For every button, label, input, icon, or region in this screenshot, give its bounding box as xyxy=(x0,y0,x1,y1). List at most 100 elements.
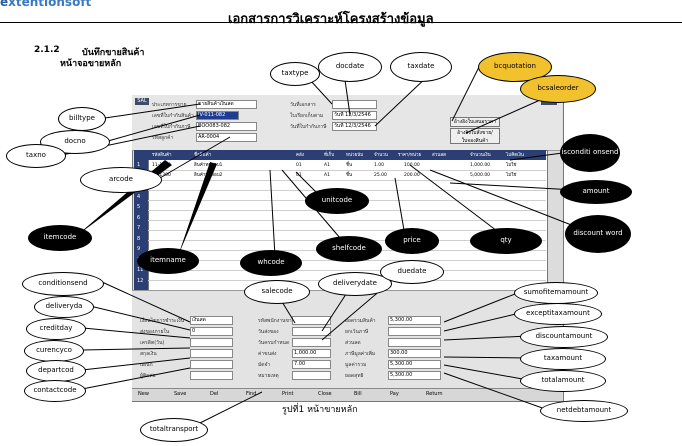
figure-caption: รูปที่1 หน้าขายหลัก xyxy=(282,405,358,415)
footer_left-field[interactable] xyxy=(190,349,233,358)
row-number: 9 xyxy=(137,246,141,252)
callout-salecode: salecode xyxy=(244,280,310,304)
callout-creditday: creditday xyxy=(26,318,86,340)
footer_mid-field[interactable] xyxy=(292,338,331,347)
docno-label: เลขที่ใบกำกับสินค้า xyxy=(152,113,194,119)
callout-deliveryday: deliveryda xyxy=(34,296,94,318)
col-itemname: ชื่อสินค้า xyxy=(194,153,212,158)
footer_mid-field[interactable]: 7.00 xyxy=(292,360,331,369)
footer_right-field[interactable] xyxy=(388,338,441,347)
callout-sumofitemamount: sumofitemamount xyxy=(514,282,598,304)
footer_left-field[interactable]: 0 xyxy=(190,327,233,336)
arcode-label: รหัสลูกค้า xyxy=(152,135,174,141)
footer_mid-field[interactable] xyxy=(292,371,331,380)
cell-price[interactable]: 200.00 xyxy=(404,173,420,178)
toolbar-button[interactable]: Print xyxy=(282,391,294,397)
taxtype-field[interactable] xyxy=(332,100,377,109)
callout-docdate: docdate xyxy=(318,52,382,82)
col-itemcode: รหัสสินค้า xyxy=(152,153,172,158)
section-title: บันทึกขายสินค้า xyxy=(82,48,145,58)
footer_mid-label: วันส่งของ xyxy=(258,329,279,335)
callout-currencycode: curencyco xyxy=(24,340,84,362)
toolbar-button[interactable]: New xyxy=(138,391,149,397)
taxtype-label: วันที่เอกสาร xyxy=(290,102,316,108)
footer_mid-field[interactable] xyxy=(292,327,331,336)
footer_right-label: ยอดรวมสินค้า xyxy=(345,318,376,324)
footer_right-field[interactable]: 300.00 xyxy=(388,349,441,358)
toolbar-button[interactable]: Find xyxy=(246,391,257,397)
row-number: 4 xyxy=(137,193,141,200)
toolbar-button[interactable]: Close xyxy=(318,391,332,397)
footer_right-label: มูลค่ารวม xyxy=(345,362,367,368)
cell-shelf[interactable]: A1 xyxy=(324,173,330,178)
callout-billtype: billtype xyxy=(58,107,106,131)
callout-whcode: whcode xyxy=(240,250,302,276)
table-row[interactable] xyxy=(148,261,546,271)
footer_left-field[interactable] xyxy=(190,338,233,347)
cell-code[interactable]: 11-1300 xyxy=(152,173,171,178)
cell-amount[interactable]: 1,000.00 xyxy=(470,163,491,168)
billtype-label: ประเภทการขาย xyxy=(152,102,187,108)
cell-shelf[interactable]: A1 xyxy=(324,163,330,168)
cell-unit[interactable]: ชิ้น xyxy=(346,173,353,178)
callout-taxno: taxno xyxy=(6,144,66,168)
taxno-label: เลขที่ใบกำกับภาษี xyxy=(152,124,191,130)
cell-name[interactable]: สินค้าทดสอบ1 xyxy=(194,163,223,168)
footer_mid-field[interactable]: 1,000.00 xyxy=(292,349,331,358)
callout-discountamount: discountamount xyxy=(520,326,608,348)
toolbar: New Save Del Find Print Close Bill Pay Return xyxy=(132,388,562,401)
callout-departcode: departcod xyxy=(26,360,86,382)
footer_mid-label: หมายเหตุ xyxy=(258,373,279,379)
callout-bcsaleorder: bcsaleorder xyxy=(520,75,596,103)
cell-price[interactable]: 100.00 xyxy=(404,163,420,168)
row-number: 8 xyxy=(137,235,141,242)
col-price: ราคา/หน่วย xyxy=(398,153,422,158)
footer_left-field[interactable] xyxy=(190,371,233,380)
cell-flag[interactable]: ไม่ใช่ xyxy=(506,163,517,168)
cell-amount[interactable]: 5,000.00 xyxy=(470,173,491,178)
footer_right-label: ภาษีมูลค่าเพิ่ม xyxy=(345,351,376,357)
callout-contactcode: contactcode xyxy=(24,380,86,402)
footer_left-field[interactable]: เงินสด xyxy=(190,316,233,325)
toolbar-button[interactable]: Pay xyxy=(390,391,399,397)
docdate-field[interactable]: วันที่ 12/3/2546 xyxy=(332,111,377,120)
callout-price: price xyxy=(385,228,439,254)
footer_right-field[interactable]: 5,300.00 xyxy=(388,360,441,369)
section-number: 2.1.2 xyxy=(34,45,60,55)
footer_right-label: ส่วนลด xyxy=(345,340,361,346)
toolbar-button[interactable]: Save xyxy=(174,391,187,397)
cell-qty[interactable]: 1.00 xyxy=(374,163,385,168)
col-whcode: คลัง xyxy=(296,153,304,158)
footer_right-field[interactable] xyxy=(388,327,441,336)
cell-wh[interactable]: 01 xyxy=(296,163,302,168)
footer_right-label: ยกเว้นภาษี xyxy=(345,329,369,335)
callout-isconditionsend: isconditi onsend xyxy=(560,134,620,172)
row-number: 5 xyxy=(137,204,141,210)
row-number: 1 xyxy=(137,162,141,168)
toolbar-button[interactable]: Bill xyxy=(354,391,362,397)
toolbar-button[interactable]: Del xyxy=(210,391,219,397)
title-divider xyxy=(0,22,682,23)
footer_right-label: ยอดสุทธิ xyxy=(345,373,364,379)
footer_left-field[interactable] xyxy=(190,360,233,369)
cell-qty[interactable]: 25.00 xyxy=(374,173,387,178)
callout-amount: amount xyxy=(560,180,632,204)
cell-unit[interactable]: ชิ้น xyxy=(346,163,353,168)
footer_mid-field[interactable] xyxy=(292,316,331,325)
callout-exceptaxamount: exceptitaxamount xyxy=(514,303,602,325)
grid-header: รหัสสินค้า ชื่อสินค้า คลัง ที่เก็บ หน่วย… xyxy=(148,150,546,160)
item-grid[interactable] xyxy=(148,150,548,292)
footer_left-label: แผนก xyxy=(140,362,153,368)
cell-flag[interactable]: ไม่ใช่ xyxy=(506,173,517,178)
footer_mid-label: ค่าขนส่ง xyxy=(258,351,277,357)
table-row[interactable] xyxy=(148,211,546,221)
taxdate-field[interactable]: วันที่ 12/3/2546 xyxy=(332,122,377,131)
footer_right-field[interactable]: 5,300.00 xyxy=(388,371,441,380)
footer_right-field[interactable]: 5,300.00 xyxy=(388,316,441,325)
callout-netdebtamount: netdebtamount xyxy=(540,400,628,422)
table-row[interactable] xyxy=(148,221,546,231)
quotation-ref-button[interactable]: อ้างอิงใบเสนอราคา xyxy=(450,117,500,127)
callout-conditionsend: conditionsend xyxy=(22,272,104,296)
arcode-field[interactable]: AR-0004 xyxy=(196,133,257,142)
toolbar-button[interactable]: Return xyxy=(426,391,443,397)
